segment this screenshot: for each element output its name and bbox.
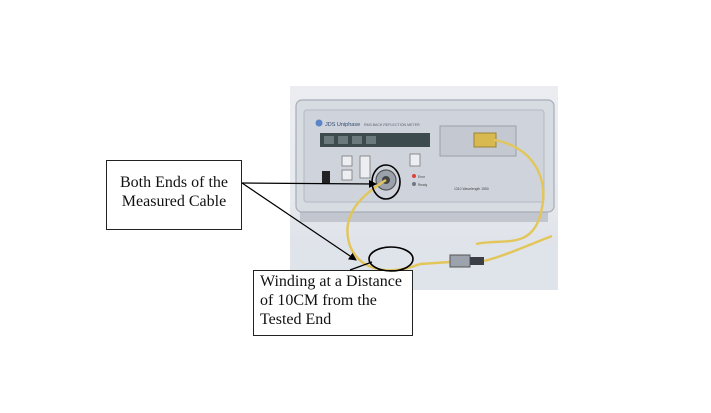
model-label: RM3 BACK REFLECTION METER <box>364 123 420 127</box>
fiber-adapter <box>449 254 471 268</box>
power-switch <box>322 171 330 183</box>
display-segment <box>366 136 376 144</box>
brand-logo-icon <box>315 119 323 127</box>
callout-winding-line2: of 10CM from the <box>260 292 377 309</box>
callout-cable-ends: Both Ends of the Measured Cable <box>106 160 242 230</box>
panel-button <box>341 155 353 167</box>
fiber-cable <box>483 234 553 263</box>
brand-label: JDS Uniphase <box>325 122 360 128</box>
led-error-label: Error <box>418 175 426 179</box>
panel-button <box>409 153 421 167</box>
display-segment <box>338 136 348 144</box>
instrument-illustration: JDS Uniphase RM3 BACK REFLECTION METER E… <box>290 99 558 290</box>
callout-winding: Winding at a Distance of 10CM from the T… <box>253 270 413 336</box>
fiber-connector <box>470 257 484 265</box>
panel-button <box>359 155 371 179</box>
fiber-cable <box>419 260 451 266</box>
instrument-photo: JDS Uniphase RM3 BACK REFLECTION METER E… <box>290 86 558 290</box>
sc-connector <box>473 132 497 148</box>
display-segment <box>324 136 334 144</box>
callout-cable-ends-line1: Both Ends of the <box>120 174 228 191</box>
led-ready-label: Ready <box>418 183 428 187</box>
callout-winding-line1: Winding at a Distance <box>260 273 402 290</box>
callout-winding-line3: Tested End <box>260 311 332 328</box>
callout-cable-ends-line2: Measured Cable <box>121 193 227 210</box>
panel-button <box>341 169 353 181</box>
led-ready-icon <box>412 182 416 186</box>
display-segment <box>352 136 362 144</box>
fiber-cable <box>475 138 545 246</box>
port-label: 1310 Wavelength 1550 <box>454 187 489 191</box>
led-error-icon <box>412 174 416 178</box>
